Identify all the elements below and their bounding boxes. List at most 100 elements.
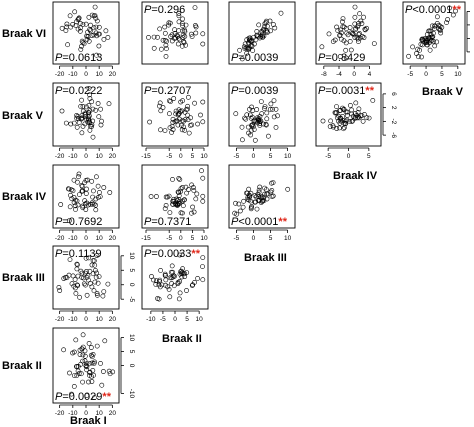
scatter-point <box>182 274 188 279</box>
scatter-point <box>86 38 92 44</box>
plot-frame <box>141 82 209 147</box>
scatter-point <box>432 23 437 29</box>
scatter-point <box>233 200 238 206</box>
scatter-point <box>347 119 353 124</box>
scatter-point <box>163 202 169 208</box>
scatter-point <box>67 218 72 223</box>
scatter-point <box>234 211 240 217</box>
plot-frame <box>402 1 466 65</box>
row-label-braak-iii: Braak III <box>2 272 45 284</box>
p-value: =0.0029 <box>62 391 102 403</box>
scatter-point <box>75 114 81 119</box>
significance-stars: ** <box>102 391 111 403</box>
scatter-point <box>86 379 91 385</box>
x-tick-label: -20 <box>55 316 65 323</box>
scatter-point <box>103 28 109 34</box>
scatter-point <box>364 115 370 121</box>
scatter-point <box>63 120 69 126</box>
scatter-point <box>189 210 194 216</box>
scatter-point <box>88 28 93 34</box>
scatter-point <box>269 180 274 186</box>
scatter-point <box>68 192 73 198</box>
scatter-point <box>344 117 350 123</box>
p-value: =0.2707 <box>151 85 191 97</box>
scatter-point <box>94 253 100 258</box>
scatter-point <box>105 281 111 287</box>
scatter-point <box>341 120 347 126</box>
x-tick-label: 0 <box>352 71 356 78</box>
scatter-point <box>167 275 173 281</box>
scatter-point <box>180 203 186 209</box>
scatter-point <box>245 124 251 130</box>
scatter-point <box>74 124 80 130</box>
scatter-point <box>424 32 430 37</box>
scatter-point <box>353 100 359 106</box>
x-tick-label: 4 <box>368 71 372 78</box>
scatter-point <box>200 41 206 47</box>
scatter-point <box>167 20 173 26</box>
scatter-point <box>147 119 152 125</box>
scatter-point <box>250 35 256 40</box>
scatter-point <box>69 196 75 202</box>
p-value-label: P=0.296 <box>144 4 185 16</box>
scatter-point <box>262 191 267 197</box>
scatter-point <box>177 252 183 258</box>
scatter-point <box>93 24 99 30</box>
x-tick-label: 5 <box>191 235 195 242</box>
y-tick-label: 5 <box>128 350 135 354</box>
row-label-braak-v: Braak V <box>2 110 44 122</box>
scatter-point <box>182 109 188 115</box>
scatter-point <box>200 99 206 105</box>
scatter-point <box>89 379 95 384</box>
scatter-point <box>273 106 279 112</box>
y-tick-label: -2 <box>390 118 397 124</box>
scatter-point <box>179 127 185 133</box>
scatter-point <box>91 188 96 194</box>
scatter-point <box>71 383 77 389</box>
scatter-point <box>200 198 206 204</box>
scatter-point <box>182 271 188 277</box>
scatter-point <box>193 196 199 202</box>
scatter-point <box>75 283 81 288</box>
scatter-point <box>248 205 254 210</box>
scatter-point <box>98 360 103 366</box>
scatter-point <box>340 16 346 21</box>
scatter-point <box>180 23 185 29</box>
x-tick-label: 20 <box>109 71 117 78</box>
scatter-point <box>189 182 194 188</box>
scatter-point <box>246 130 251 136</box>
scatter-point <box>336 125 342 131</box>
scatter-point <box>352 14 358 20</box>
scatter-point <box>90 258 96 264</box>
scatter-point <box>337 33 342 38</box>
scatter-point <box>256 118 262 124</box>
scatter-point <box>83 110 88 116</box>
scatter-point <box>453 8 458 14</box>
scatter-point <box>92 262 98 268</box>
scatter-point <box>192 5 198 10</box>
scatter-point <box>87 92 92 98</box>
scatter-point <box>79 115 85 121</box>
scatter-point <box>153 281 159 287</box>
scatter-point <box>84 393 90 398</box>
scatter-point <box>258 118 264 124</box>
y-tick-label: 10 <box>128 252 135 260</box>
scatter-point <box>355 24 360 30</box>
scatter-point <box>94 33 100 39</box>
scatter-point <box>239 124 245 130</box>
y-tick-label: -5 <box>128 296 135 302</box>
scatter-point <box>65 42 70 48</box>
scatter-point <box>364 25 369 31</box>
scatter-point <box>348 47 354 53</box>
plot-frame <box>315 82 382 147</box>
scatter-point <box>188 115 193 121</box>
scatter-point <box>178 269 184 274</box>
scatter-point <box>343 47 349 53</box>
scatter-point <box>79 97 84 103</box>
scatter-point <box>76 371 82 376</box>
p-symbol: P <box>231 216 239 228</box>
